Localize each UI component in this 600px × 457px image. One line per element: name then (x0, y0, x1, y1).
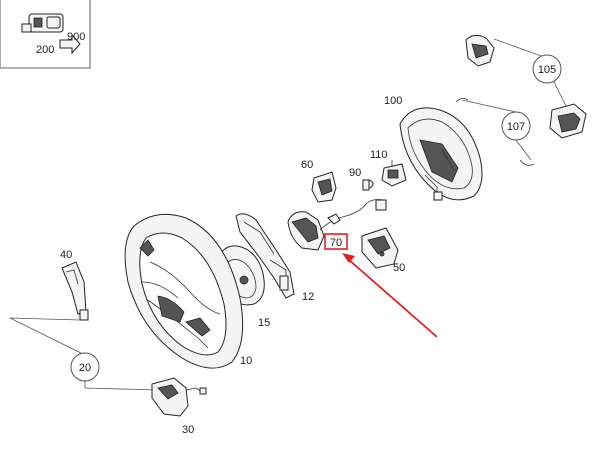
label-12: 12 (302, 291, 314, 303)
label-100: 100 (384, 95, 402, 107)
label-50: 50 (393, 262, 405, 274)
label-110: 110 (370, 149, 388, 161)
part-70 (287, 199, 387, 251)
inset-label-200: 200 (36, 44, 54, 56)
label-60: 60 (301, 159, 313, 171)
callout-20-label: 20 (79, 362, 91, 374)
highlight-arrow (342, 253, 438, 338)
inset-label-900: 900 (67, 31, 85, 43)
label-70: 70 (330, 237, 342, 249)
label-30: 30 (182, 424, 194, 436)
part-50 (361, 227, 399, 269)
label-15: 15 (258, 317, 270, 329)
part-107b (519, 159, 535, 166)
callout-105: 105 (493, 38, 569, 111)
label-40: 40 (60, 249, 72, 261)
part-100 (399, 107, 483, 201)
part-40 (61, 261, 89, 321)
part-110 (381, 160, 407, 187)
part-30 (151, 377, 207, 417)
part-90 (362, 179, 374, 191)
label-10: 10 (240, 355, 252, 367)
callout-105-label: 105 (538, 64, 556, 76)
callout-107: 107 (461, 99, 532, 161)
highlight-box-70: 70 (324, 233, 348, 250)
label-90: 90 (349, 167, 361, 179)
inset-connector-part (21, 13, 81, 55)
part-105b (549, 103, 587, 139)
callout-20: 20 (9, 317, 159, 391)
callout-107-label: 107 (507, 121, 525, 133)
part-107a (455, 98, 469, 103)
part-60 (311, 171, 337, 203)
inset-box: 200 900 (0, 0, 91, 69)
part-10 (124, 213, 244, 369)
part-105a (465, 34, 495, 67)
part-12 (235, 213, 295, 299)
